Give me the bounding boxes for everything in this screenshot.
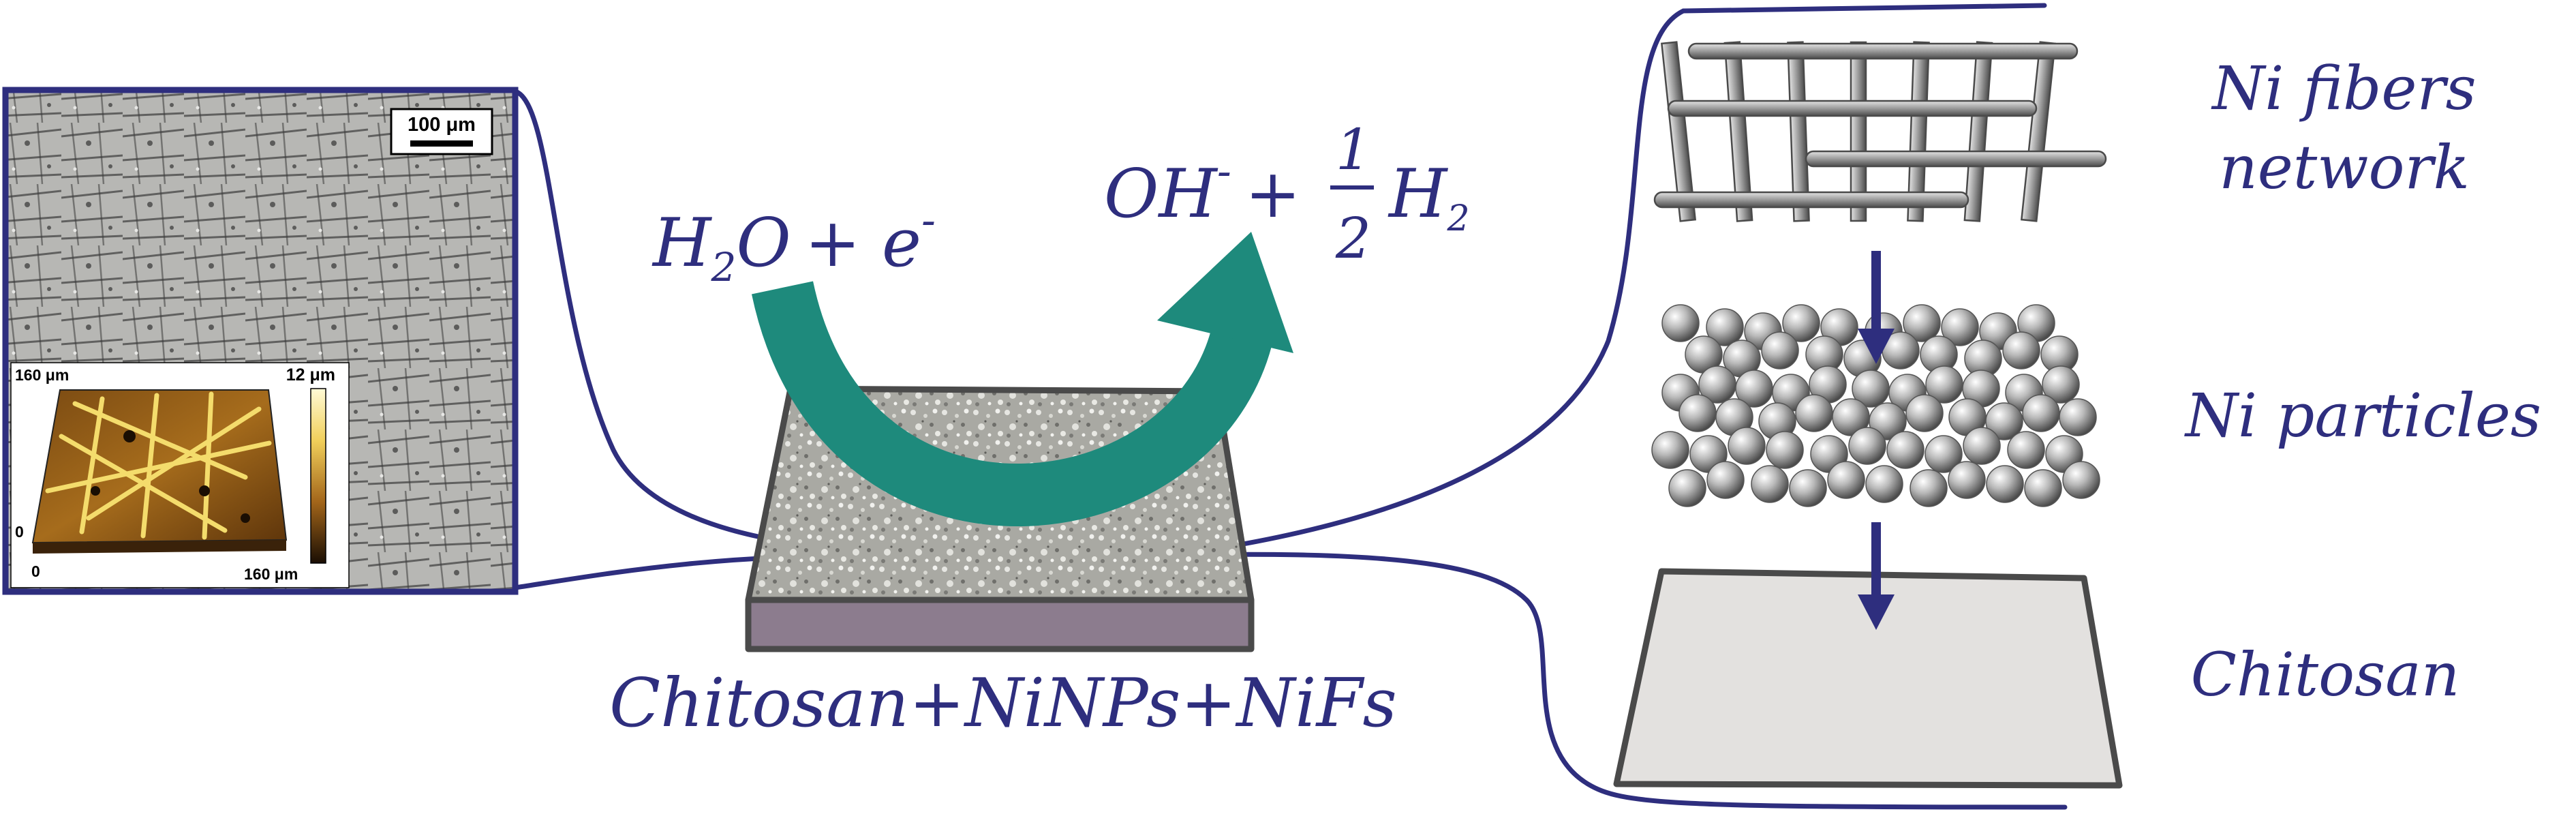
- half-fraction-denominator: 2: [1335, 207, 1371, 271]
- ni-particle: [1762, 332, 1798, 369]
- half-fraction-bar: [1330, 185, 1374, 190]
- afm-colorbar: [311, 389, 326, 563]
- composite-label: Chitosan+NiNPs+NiFs: [609, 665, 1397, 742]
- ni-particle: [1866, 466, 1903, 502]
- ni-particle: [1662, 305, 1699, 342]
- afm-y-max-label: 160 μm: [15, 366, 69, 384]
- ni-particle: [2023, 395, 2059, 432]
- reaction-arrow-head: [1157, 232, 1293, 353]
- scale-bar: 100 μm: [391, 109, 492, 154]
- slab-side: [748, 600, 1251, 649]
- label-ni-particles: Ni particles: [2184, 380, 2541, 451]
- ni-particle: [1906, 395, 1943, 432]
- ni-particle: [1766, 432, 1803, 468]
- afm-z-max-label: 12 μm: [286, 365, 335, 385]
- ni-particle: [2059, 399, 2096, 436]
- half-fraction-numerator: 1: [1336, 118, 1371, 183]
- ni-particle: [1948, 462, 1985, 498]
- fiber-rod: [1965, 42, 1992, 222]
- ni-particle: [2008, 432, 2044, 468]
- fiber-rod: [1655, 192, 1968, 207]
- micrograph-panel: 100 μm 12 μm: [5, 90, 515, 592]
- product-label: OH-+: [1104, 146, 1301, 233]
- ni-particle: [2003, 332, 2040, 369]
- ni-particle: [2063, 462, 2100, 498]
- reaction-equation: H2O+ e- OH-+ 1 2 H2: [651, 118, 1470, 290]
- afm-x-max-label: 160 μm: [244, 565, 298, 583]
- ni-particle: [1790, 470, 1826, 507]
- ni-particle: [1679, 395, 1716, 432]
- ni-particle: [1751, 466, 1788, 502]
- ni-particle: [1963, 427, 2000, 464]
- reactant-label: H2O+ e-: [651, 195, 936, 290]
- afm-inset: 12 μm 160 μm 0 0 160 μm: [11, 363, 349, 588]
- ni-fibers-network: [1655, 42, 2106, 222]
- ni-particle: [1796, 395, 1833, 432]
- label-chitosan: Chitosan: [2191, 639, 2460, 710]
- ni-particle: [1849, 427, 1886, 464]
- scale-bar-label: 100 μm: [408, 114, 476, 136]
- ni-particle: [1707, 462, 1744, 498]
- label-ni-fibers: Ni fibers: [2211, 53, 2476, 123]
- layer-labels: Ni fibers network Ni particles Chitosan: [2184, 53, 2541, 710]
- ni-particle: [2025, 470, 2061, 507]
- ni-particle: [1652, 432, 1689, 468]
- scale-bar-line: [410, 140, 473, 147]
- ni-particle: [1828, 462, 1865, 498]
- fiber-rod: [2021, 42, 2055, 222]
- fiber-rod: [1668, 101, 2036, 116]
- fiber-rod: [1806, 151, 2106, 166]
- hydrogen-label: H2: [1387, 155, 1470, 239]
- ni-particle: [1910, 470, 1947, 507]
- ni-particle: [1987, 466, 2023, 502]
- afm-origin-x-label: 0: [31, 562, 40, 580]
- label-ni-fibers-network: network: [2219, 132, 2470, 202]
- ni-particle: [1887, 432, 1924, 468]
- afm-origin-y-label: 0: [15, 523, 24, 541]
- ni-particle: [1669, 470, 1706, 507]
- fiber-rod: [1689, 44, 2077, 59]
- ni-particle: [1728, 427, 1765, 464]
